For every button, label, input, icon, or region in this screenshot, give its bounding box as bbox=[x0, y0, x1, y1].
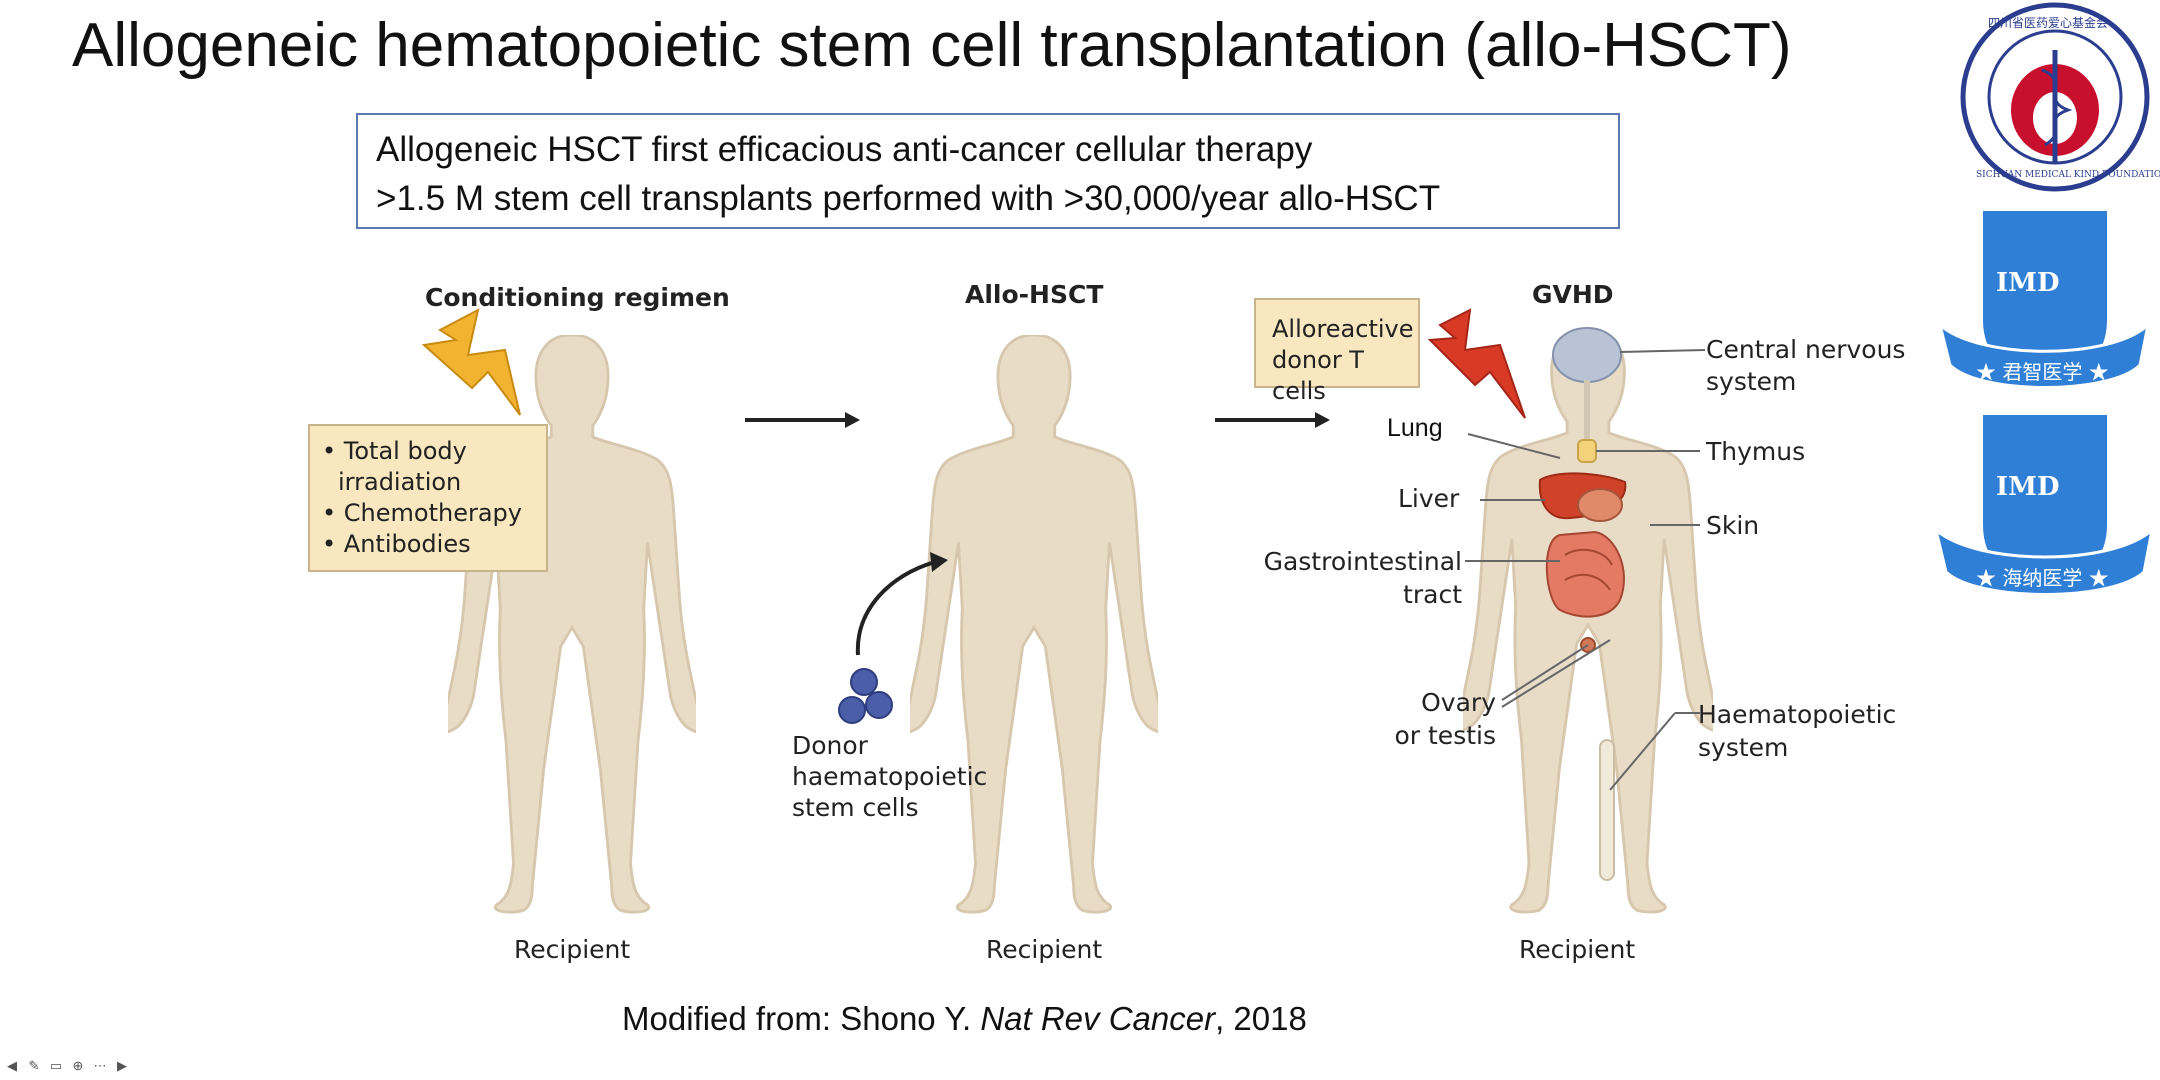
stem-cell-icon bbox=[865, 691, 893, 719]
donor-label: Donor haematopoietic stem cells bbox=[792, 730, 987, 823]
donor-label-line: Donor bbox=[792, 731, 868, 760]
citation-suffix: , 2018 bbox=[1215, 1000, 1307, 1037]
organ-label-liver: Liver bbox=[1398, 484, 1460, 513]
donor-label-line: haematopoietic bbox=[792, 762, 988, 791]
imd-shield-logo-2 bbox=[1933, 409, 2155, 597]
brain-icon bbox=[1552, 327, 1622, 383]
recipient-figure-2 bbox=[910, 335, 1158, 914]
shield2-cn: ★ 海纳医学 ★ bbox=[1976, 566, 2109, 590]
presentation-controls: ◀ ✎ ▭ ⊕ ⋯ ▶ bbox=[4, 1058, 130, 1074]
alloreactive-line: Alloreactive bbox=[1272, 315, 1414, 343]
lightning-red-icon bbox=[1427, 308, 1526, 419]
stem-cell-icon bbox=[850, 668, 878, 696]
conditioning-item: • Total body bbox=[322, 437, 467, 465]
summary-box: Allogeneic HSCT first efficacious anti-c… bbox=[356, 113, 1620, 229]
alloreactive-box: Alloreactive donor T cells bbox=[1254, 298, 1420, 405]
organ-label-gi: Gastrointestinal tract bbox=[1258, 545, 1462, 611]
gvhd-heading: GVHD bbox=[1532, 280, 1614, 309]
allo-hsct-heading: Allo-HSCT bbox=[965, 280, 1104, 309]
summary-line-2: >1.5 M stem cell transplants performed w… bbox=[376, 179, 1441, 218]
lightning-yellow-icon bbox=[421, 308, 521, 416]
stem-cell-icon bbox=[838, 696, 866, 724]
zoom-icon[interactable]: ⊕ bbox=[72, 1058, 84, 1073]
donor-label-line: stem cells bbox=[792, 793, 919, 822]
organ-label-line: Haematopoietic bbox=[1698, 700, 1897, 729]
next-icon[interactable]: ▶ bbox=[117, 1058, 127, 1073]
organ-label-lung: Lung bbox=[1387, 414, 1443, 442]
shield1-abbr: IMD bbox=[1996, 268, 2060, 298]
organ-label-line: system bbox=[1706, 367, 1797, 396]
bone-icon bbox=[1599, 739, 1615, 881]
organ-label-haem: Haematopoietic system bbox=[1698, 698, 1896, 764]
alloreactive-line: donor T cells bbox=[1272, 346, 1364, 405]
organ-label-line: or testis bbox=[1394, 721, 1496, 750]
organ-label-skin: Skin bbox=[1706, 511, 1760, 540]
imd-shield-logo-1 bbox=[1937, 205, 2151, 392]
organ-label-line: tract bbox=[1403, 580, 1462, 609]
organ-label-line: Gastrointestinal bbox=[1263, 547, 1462, 576]
prev-icon[interactable]: ◀ bbox=[7, 1058, 17, 1073]
conditioning-item: • Antibodies bbox=[322, 530, 471, 558]
slide-title: Allogeneic hematopoietic stem cell trans… bbox=[72, 11, 1792, 80]
recipient-label-2: Recipient bbox=[986, 935, 1103, 964]
recipient-figure-1 bbox=[448, 335, 696, 914]
citation-journal: Nat Rev Cancer bbox=[980, 1000, 1216, 1037]
organ-label-line: Ovary bbox=[1421, 688, 1496, 717]
conditioning-box: • Total body irradiation • Chemotherapy … bbox=[308, 424, 548, 572]
recipient-label-3: Recipient bbox=[1519, 935, 1636, 964]
citation-prefix: Modified from: Shono Y. bbox=[622, 1000, 981, 1037]
foundation-cn-text: 四川省医药爱心基金会 bbox=[1988, 16, 2109, 30]
more-icon[interactable]: ⋯ bbox=[93, 1058, 107, 1073]
recipient-label-1: Recipient bbox=[514, 935, 631, 964]
conditioning-item: irradiation bbox=[338, 468, 462, 496]
pen-icon[interactable]: ✎ bbox=[28, 1058, 40, 1073]
shield1-cn: ★ 君智医学 ★ bbox=[1976, 360, 2109, 384]
organ-label-ovary: Ovary or testis bbox=[1380, 686, 1496, 752]
organ-label-line: Central nervous bbox=[1706, 335, 1906, 364]
captions-icon[interactable]: ▭ bbox=[49, 1058, 63, 1073]
summary-line-1: Allogeneic HSCT first efficacious anti-c… bbox=[376, 130, 1313, 169]
organ-label-thymus: Thymus bbox=[1706, 437, 1806, 466]
foundation-logo bbox=[1960, 2, 2150, 192]
citation: Modified from: Shono Y. Nat Rev Cancer, … bbox=[622, 1000, 1307, 1038]
curved-arrow bbox=[855, 560, 936, 656]
conditioning-heading: Conditioning regimen bbox=[425, 283, 730, 312]
organ-label-line: system bbox=[1698, 733, 1789, 762]
conditioning-item: • Chemotherapy bbox=[322, 499, 522, 527]
foundation-ring-text: SICHUAN MEDICAL KIND FOUNDATION bbox=[1976, 170, 2160, 180]
shield2-abbr: IMD bbox=[1996, 472, 2060, 502]
leader-lines bbox=[1465, 349, 1706, 791]
thymus-icon bbox=[1577, 439, 1597, 463]
organ-label-cns: Central nervous system bbox=[1706, 334, 1905, 398]
